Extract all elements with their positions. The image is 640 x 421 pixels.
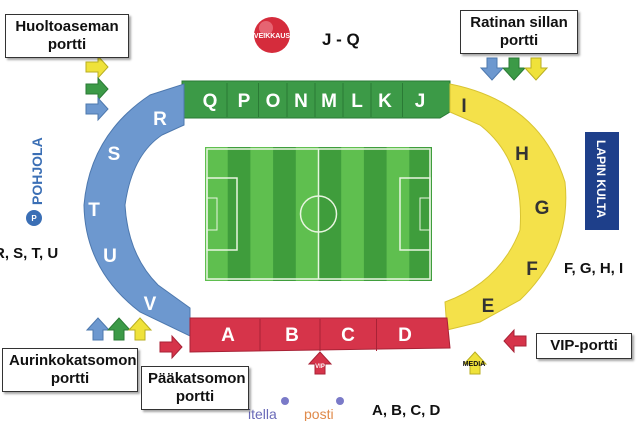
arrow-up-red-vip-icon: [307, 351, 333, 375]
svg-text:VEIKKAUS: VEIKKAUS: [254, 33, 291, 40]
section-n: N: [294, 91, 308, 112]
ratinan-gate-line2: portti: [499, 32, 539, 49]
section-l: L: [351, 91, 363, 112]
arrow-up-blue-icon: [85, 317, 111, 341]
pohjola-logo: P POHJOLA: [26, 137, 45, 226]
huoltoaseman-gate-line2: portti: [47, 36, 87, 53]
section-e: E: [482, 296, 495, 317]
section-t: T: [88, 200, 100, 221]
section-f: F: [526, 259, 538, 280]
arrow-up-yellow-icon: [127, 317, 153, 341]
section-p: P: [238, 91, 251, 112]
section-r: R: [153, 109, 167, 130]
north-stand: [181, 80, 451, 119]
section-q: Q: [203, 91, 218, 112]
vip-gate-box: VIP-portti: [536, 333, 632, 359]
section-m: M: [321, 91, 337, 112]
arrow-right-red-icon: [159, 334, 183, 360]
south-sections-label: A, B, C, D: [372, 402, 441, 419]
paakatsomon-gate-line1: Pääkatsomon: [148, 370, 246, 387]
section-d: D: [398, 325, 412, 346]
west-stand: [83, 83, 191, 337]
east-sections-label: F, G, H, I: [564, 260, 624, 277]
football-pitch: [205, 147, 432, 281]
arrow-up-green-icon: [106, 317, 132, 341]
lapin-kulta-logo: LAPIN KULTA: [585, 132, 619, 230]
section-h: H: [515, 144, 529, 165]
section-b: B: [285, 325, 299, 346]
arrow-right-blue-icon: [85, 96, 109, 122]
gate-arrows: [85, 54, 549, 375]
section-s: S: [108, 144, 121, 165]
aurinkokatsomon-gate-line1: Aurinkokatsomon: [9, 352, 137, 369]
section-k: K: [378, 91, 392, 112]
section-i: I: [461, 96, 466, 117]
svg-text:POHJOLA: POHJOLA: [29, 137, 45, 205]
north-sections-label: J - Q: [322, 30, 360, 49]
section-a: A: [221, 325, 235, 346]
arrow-down-yellow-icon: [523, 57, 549, 81]
ratinan-gate-box: Ratinan sillan portti: [460, 10, 578, 54]
media-label: MEDIA: [463, 361, 486, 368]
arrow-right-green-icon: [85, 76, 109, 102]
section-u: U: [103, 246, 117, 267]
arrow-down-blue-icon: [479, 57, 505, 81]
svg-text:LAPIN KULTA: LAPIN KULTA: [594, 140, 608, 219]
svg-text:P: P: [31, 214, 37, 223]
huoltoaseman-gate-box: Huoltoaseman portti: [5, 14, 129, 58]
west-sections-label: R, S, T, U: [0, 245, 59, 262]
section-o: O: [266, 91, 281, 112]
arrow-left-red-icon: [503, 328, 527, 354]
arrow-right-yellow-icon: [85, 54, 109, 80]
section-v: V: [144, 294, 157, 315]
veikkaus-logo: VEIKKAUS: [254, 17, 291, 53]
aurinkokatsomon-gate-line2: portti: [50, 370, 90, 387]
itella-posti-logo: itella posti: [248, 397, 344, 421]
arrow-up-yellow-media-icon: [462, 351, 488, 375]
ratinan-gate-line1: Ratinan sillan: [470, 14, 568, 31]
paakatsomon-gate-box: Pääkatsomon portti: [141, 366, 249, 410]
section-g: G: [535, 198, 550, 219]
paakatsomon-gate-line2: portti: [175, 388, 215, 405]
vip-small-label: VIP: [315, 364, 325, 370]
section-j: J: [415, 91, 426, 112]
svg-text:itella: itella: [248, 406, 277, 421]
arrow-down-green-icon: [501, 57, 527, 81]
huoltoaseman-gate-line1: Huoltoaseman: [15, 18, 119, 35]
aurinkokatsomon-gate-box: Aurinkokatsomon portti: [2, 348, 138, 392]
vip-gate-label: VIP-portti: [550, 337, 618, 354]
section-c: C: [341, 325, 355, 346]
east-stand: [444, 83, 567, 331]
svg-text:posti: posti: [304, 406, 334, 421]
